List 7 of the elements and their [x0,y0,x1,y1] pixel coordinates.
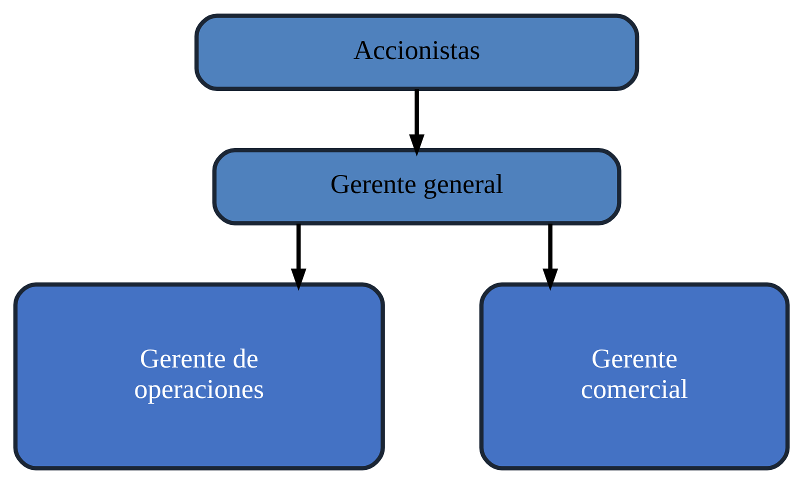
node-box: Gerente comercial [479,282,790,470]
arrow [542,224,558,291]
node-box: Gerente de operaciones [13,282,385,470]
arrow [409,89,425,156]
node-box: Gerente general [212,148,622,226]
arrow [290,224,306,291]
node-box: Accionistas [194,14,640,92]
